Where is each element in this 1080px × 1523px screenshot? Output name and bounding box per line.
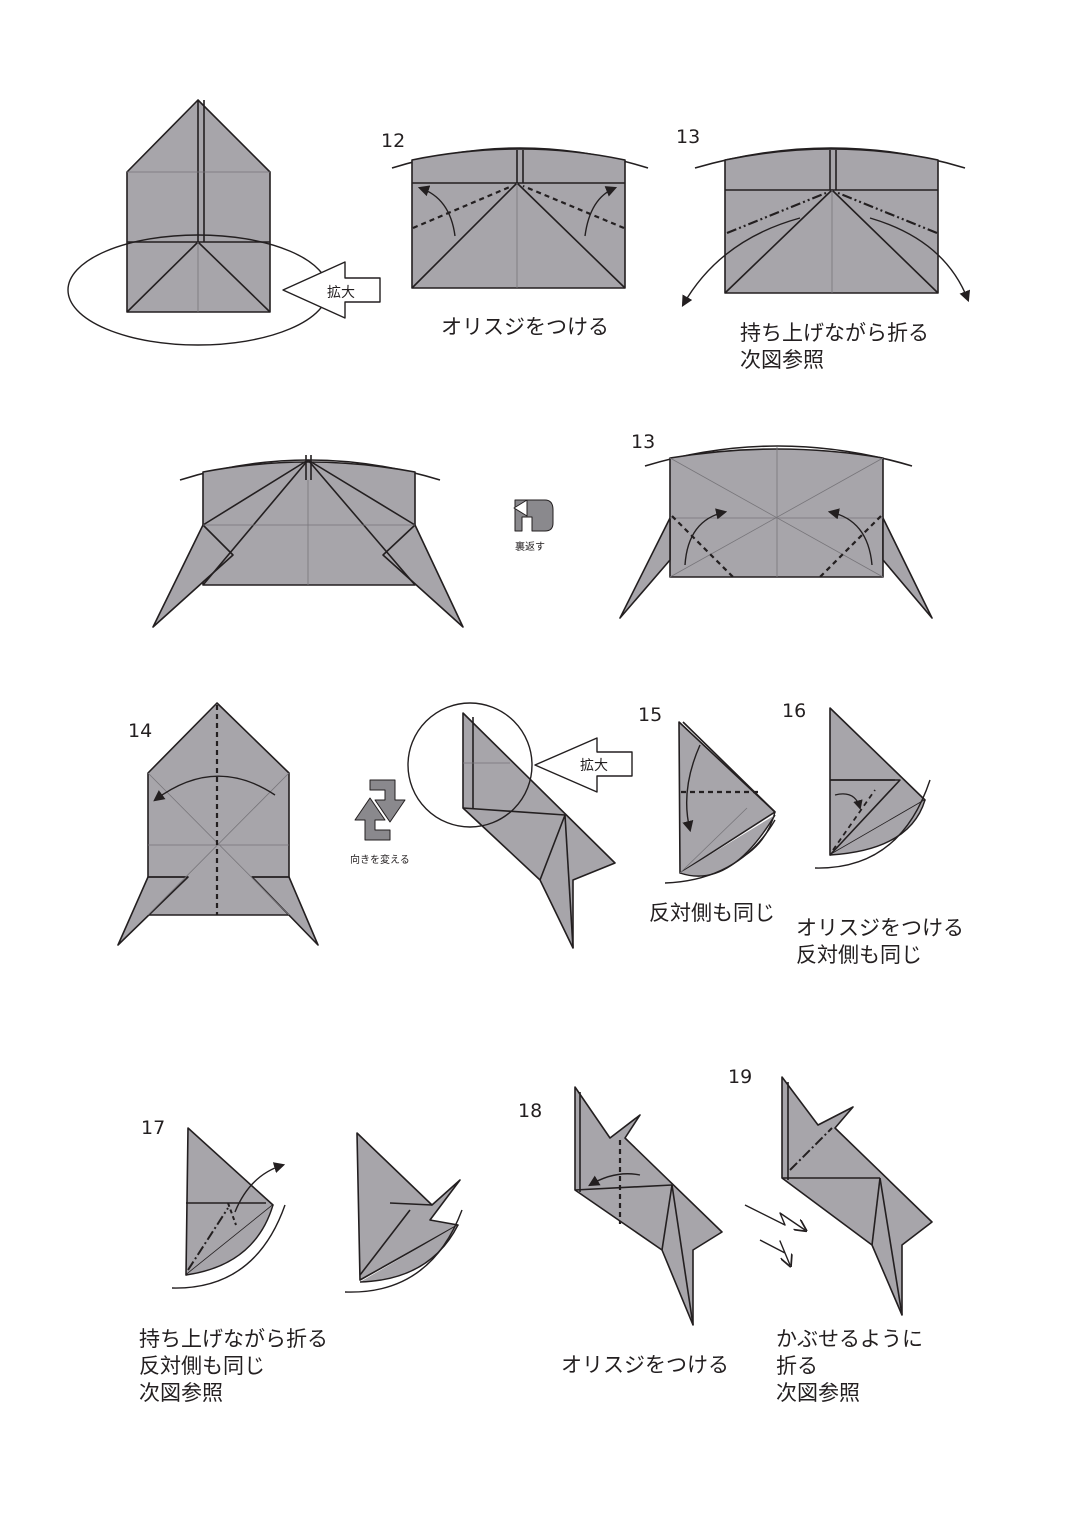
caption-19: かぶせるように 折る 次図参照 <box>776 1327 923 1405</box>
caption-17: 持ち上げながら折る 反対側も同じ 次図参照 <box>139 1327 328 1405</box>
caption-12: オリスジをつける <box>441 315 609 339</box>
caption-13: 持ち上げながら折る 次図参照 <box>740 321 929 372</box>
step-number-17: 17 <box>141 1117 166 1139</box>
turn-over-label: 裏返す <box>515 542 545 553</box>
zoom-label-1: 拡大 <box>327 285 355 301</box>
figure-14-result <box>407 702 616 949</box>
figure-19 <box>781 1076 933 1316</box>
figure-11 <box>67 99 329 346</box>
step-number-19: 19 <box>728 1066 753 1088</box>
step-number-16: 16 <box>782 700 807 722</box>
figure-14 <box>117 702 319 946</box>
caption-18: オリスジをつける <box>561 1353 729 1377</box>
step-number-13b: 13 <box>631 431 656 453</box>
step-number-13a: 13 <box>676 126 701 148</box>
figure-13a <box>681 147 971 307</box>
zoom-arrow-1 <box>282 261 381 319</box>
step-number-18: 18 <box>518 1100 543 1122</box>
figure-18 <box>574 1086 723 1326</box>
zoom-arrow-2 <box>534 737 633 793</box>
rotate-icon <box>354 779 406 841</box>
figure-12 <box>391 147 649 289</box>
turn-over-icon <box>513 499 554 532</box>
figure-13-result <box>152 455 464 628</box>
figure-17-result <box>344 1132 463 1293</box>
step-number-15: 15 <box>638 704 663 726</box>
zoom-label-2: 拡大 <box>580 758 608 774</box>
caption-16: オリスジをつける 反対側も同じ <box>796 916 964 967</box>
figure-13b <box>619 445 933 619</box>
caption-15: 反対側も同じ <box>649 901 775 925</box>
step-number-12: 12 <box>381 130 406 152</box>
figure-15 <box>664 721 776 884</box>
figure-16 <box>814 707 931 869</box>
step-number-14: 14 <box>128 720 153 742</box>
rotate-label: 向きを変える <box>350 855 410 866</box>
push-arrows <box>744 1204 805 1265</box>
figure-17 <box>171 1127 286 1289</box>
